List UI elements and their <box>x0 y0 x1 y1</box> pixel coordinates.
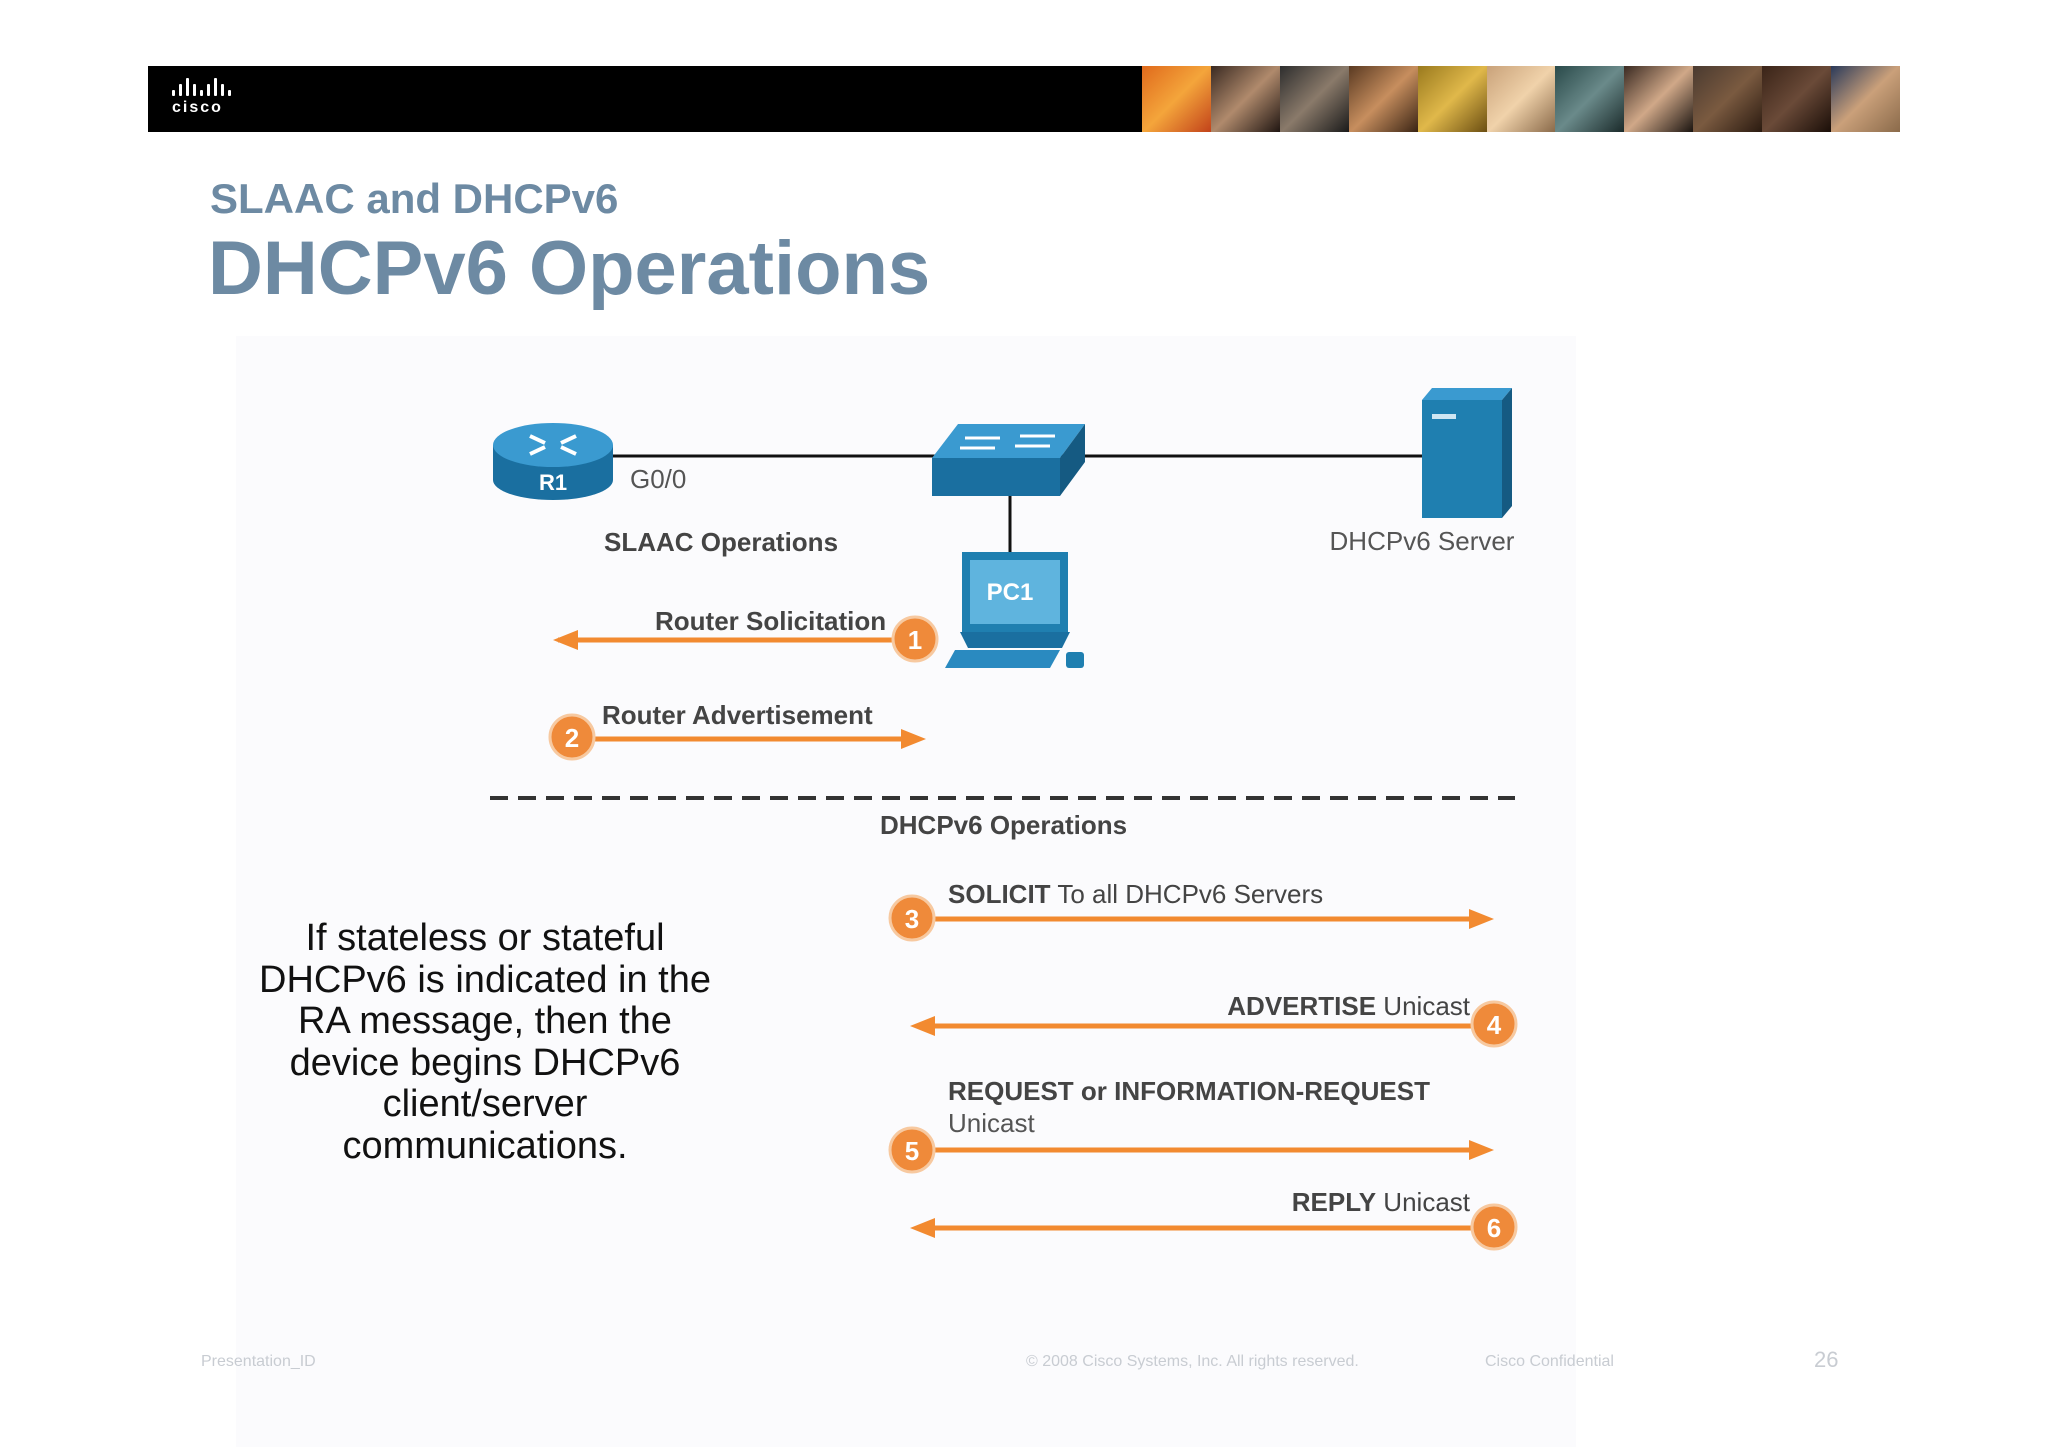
page-title: DHCPv6 Operations <box>208 226 931 311</box>
step-badge <box>888 1126 936 1174</box>
diagram-background <box>236 336 1576 1447</box>
footer-copyright: © 2008 Cisco Systems, Inc. All rights re… <box>1026 1353 1359 1370</box>
step-badge <box>548 713 596 761</box>
arrow-head <box>1469 1140 1494 1160</box>
step-number: 5 <box>905 1136 919 1166</box>
message-label: Router Solicitation <box>655 606 886 636</box>
arrow-head <box>901 729 926 749</box>
message-detail: To all DHCPv6 Servers <box>1051 879 1324 909</box>
cisco-logo: cisco <box>172 78 231 117</box>
explanation-text: If stateless or stateful DHCPv6 is indic… <box>259 917 711 1167</box>
router-label: R1 <box>539 470 567 495</box>
message-text: REPLY Unicast <box>1292 1187 1471 1217</box>
message-text: ADVERTISE Unicast <box>1227 991 1471 1021</box>
pc-label: PC1 <box>987 579 1034 606</box>
message-label: REPLY <box>1292 1187 1376 1217</box>
message-detail: Unicast <box>1376 991 1471 1021</box>
interface-label: G0/0 <box>630 464 686 494</box>
message-request: REQUEST or INFORMATION-REQUEST Unicast 5 <box>888 1076 1494 1174</box>
switch-icon <box>932 424 1085 496</box>
message-text: SOLICIT To all DHCPv6 Servers <box>948 879 1323 909</box>
message-advertise: ADVERTISE Unicast 4 <box>910 991 1518 1048</box>
header-banner: cisco <box>148 66 1900 132</box>
arrow-head <box>1469 909 1494 929</box>
message-label: ADVERTISE <box>1227 991 1376 1021</box>
message-reply: REPLY Unicast 6 <box>910 1187 1518 1251</box>
footer-confidential: Cisco Confidential <box>1485 1353 1614 1370</box>
step-number: 1 <box>908 625 922 655</box>
message-router-solicitation: Router Solicitation 1 <box>553 606 939 663</box>
header-photo-strip <box>1142 66 1900 132</box>
router-icon: R1 <box>493 423 613 500</box>
message-detail: Unicast <box>948 1108 1035 1138</box>
page-number: 26 <box>1814 1347 1839 1372</box>
slaac-operations-heading: SLAAC Operations <box>604 527 838 557</box>
step-number: 6 <box>1487 1213 1501 1243</box>
step-number: 3 <box>905 904 919 934</box>
footer-presentation-id: Presentation_ID <box>201 1353 316 1370</box>
pc-icon: PC1 <box>945 552 1084 668</box>
message-label: SOLICIT <box>948 879 1051 909</box>
message-solicit: SOLICIT To all DHCPv6 Servers 3 <box>888 879 1494 942</box>
dhcpv6-operations-heading: DHCPv6 Operations <box>880 810 1127 840</box>
step-number: 2 <box>565 723 579 753</box>
arrow-head <box>553 630 578 650</box>
message-detail: Unicast <box>1376 1187 1471 1217</box>
cisco-logo-text: cisco <box>172 99 223 116</box>
page-subtitle: SLAAC and DHCPv6 <box>210 175 619 222</box>
arrow-head <box>910 1016 935 1036</box>
step-badge <box>891 615 939 663</box>
arrow-head <box>910 1218 935 1238</box>
step-badge <box>888 894 936 942</box>
step-number: 4 <box>1487 1010 1502 1040</box>
server-icon <box>1422 388 1512 518</box>
message-label: REQUEST or INFORMATION-REQUEST <box>948 1076 1430 1106</box>
step-badge <box>1470 1000 1518 1048</box>
server-label: DHCPv6 Server <box>1330 526 1515 556</box>
step-badge <box>1470 1203 1518 1251</box>
message-label: Router Advertisement <box>602 700 873 730</box>
message-router-advertisement: Router Advertisement 2 <box>548 700 926 761</box>
cisco-logo-bars <box>172 78 231 96</box>
